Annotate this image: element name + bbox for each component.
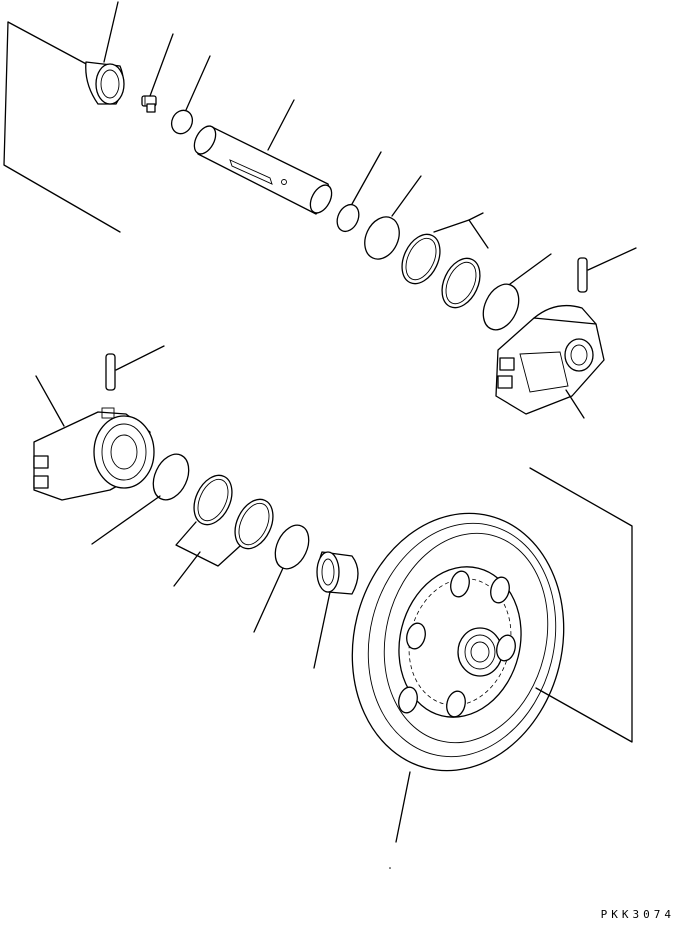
idler-assembly [33, 345, 633, 869]
bushing [313, 551, 359, 669]
o-ring-small-top [170, 55, 211, 135]
plug-fitting [141, 33, 174, 113]
floating-seal-top [401, 212, 489, 309]
o-ring-a [336, 151, 382, 233]
group-bracket-top-link [7, 21, 91, 67]
o-ring-c [482, 253, 552, 331]
pin-left [105, 345, 165, 391]
o-ring-e [253, 524, 310, 633]
idler-wheel [351, 512, 565, 843]
drawing-code: PKK3074 [600, 908, 675, 921]
group-bracket-bottom-right [529, 467, 633, 743]
shaft-assembly [3, 1, 637, 419]
support-left [33, 375, 155, 501]
o-ring-d [91, 453, 190, 545]
group-bracket-top-left [3, 21, 121, 233]
support-right [495, 304, 605, 419]
shaft [193, 99, 333, 215]
collar-top [85, 1, 125, 105]
floating-seal-bottom [173, 474, 274, 587]
o-ring-b [364, 175, 422, 260]
pin-right [577, 247, 637, 293]
stray-dot [389, 867, 391, 869]
